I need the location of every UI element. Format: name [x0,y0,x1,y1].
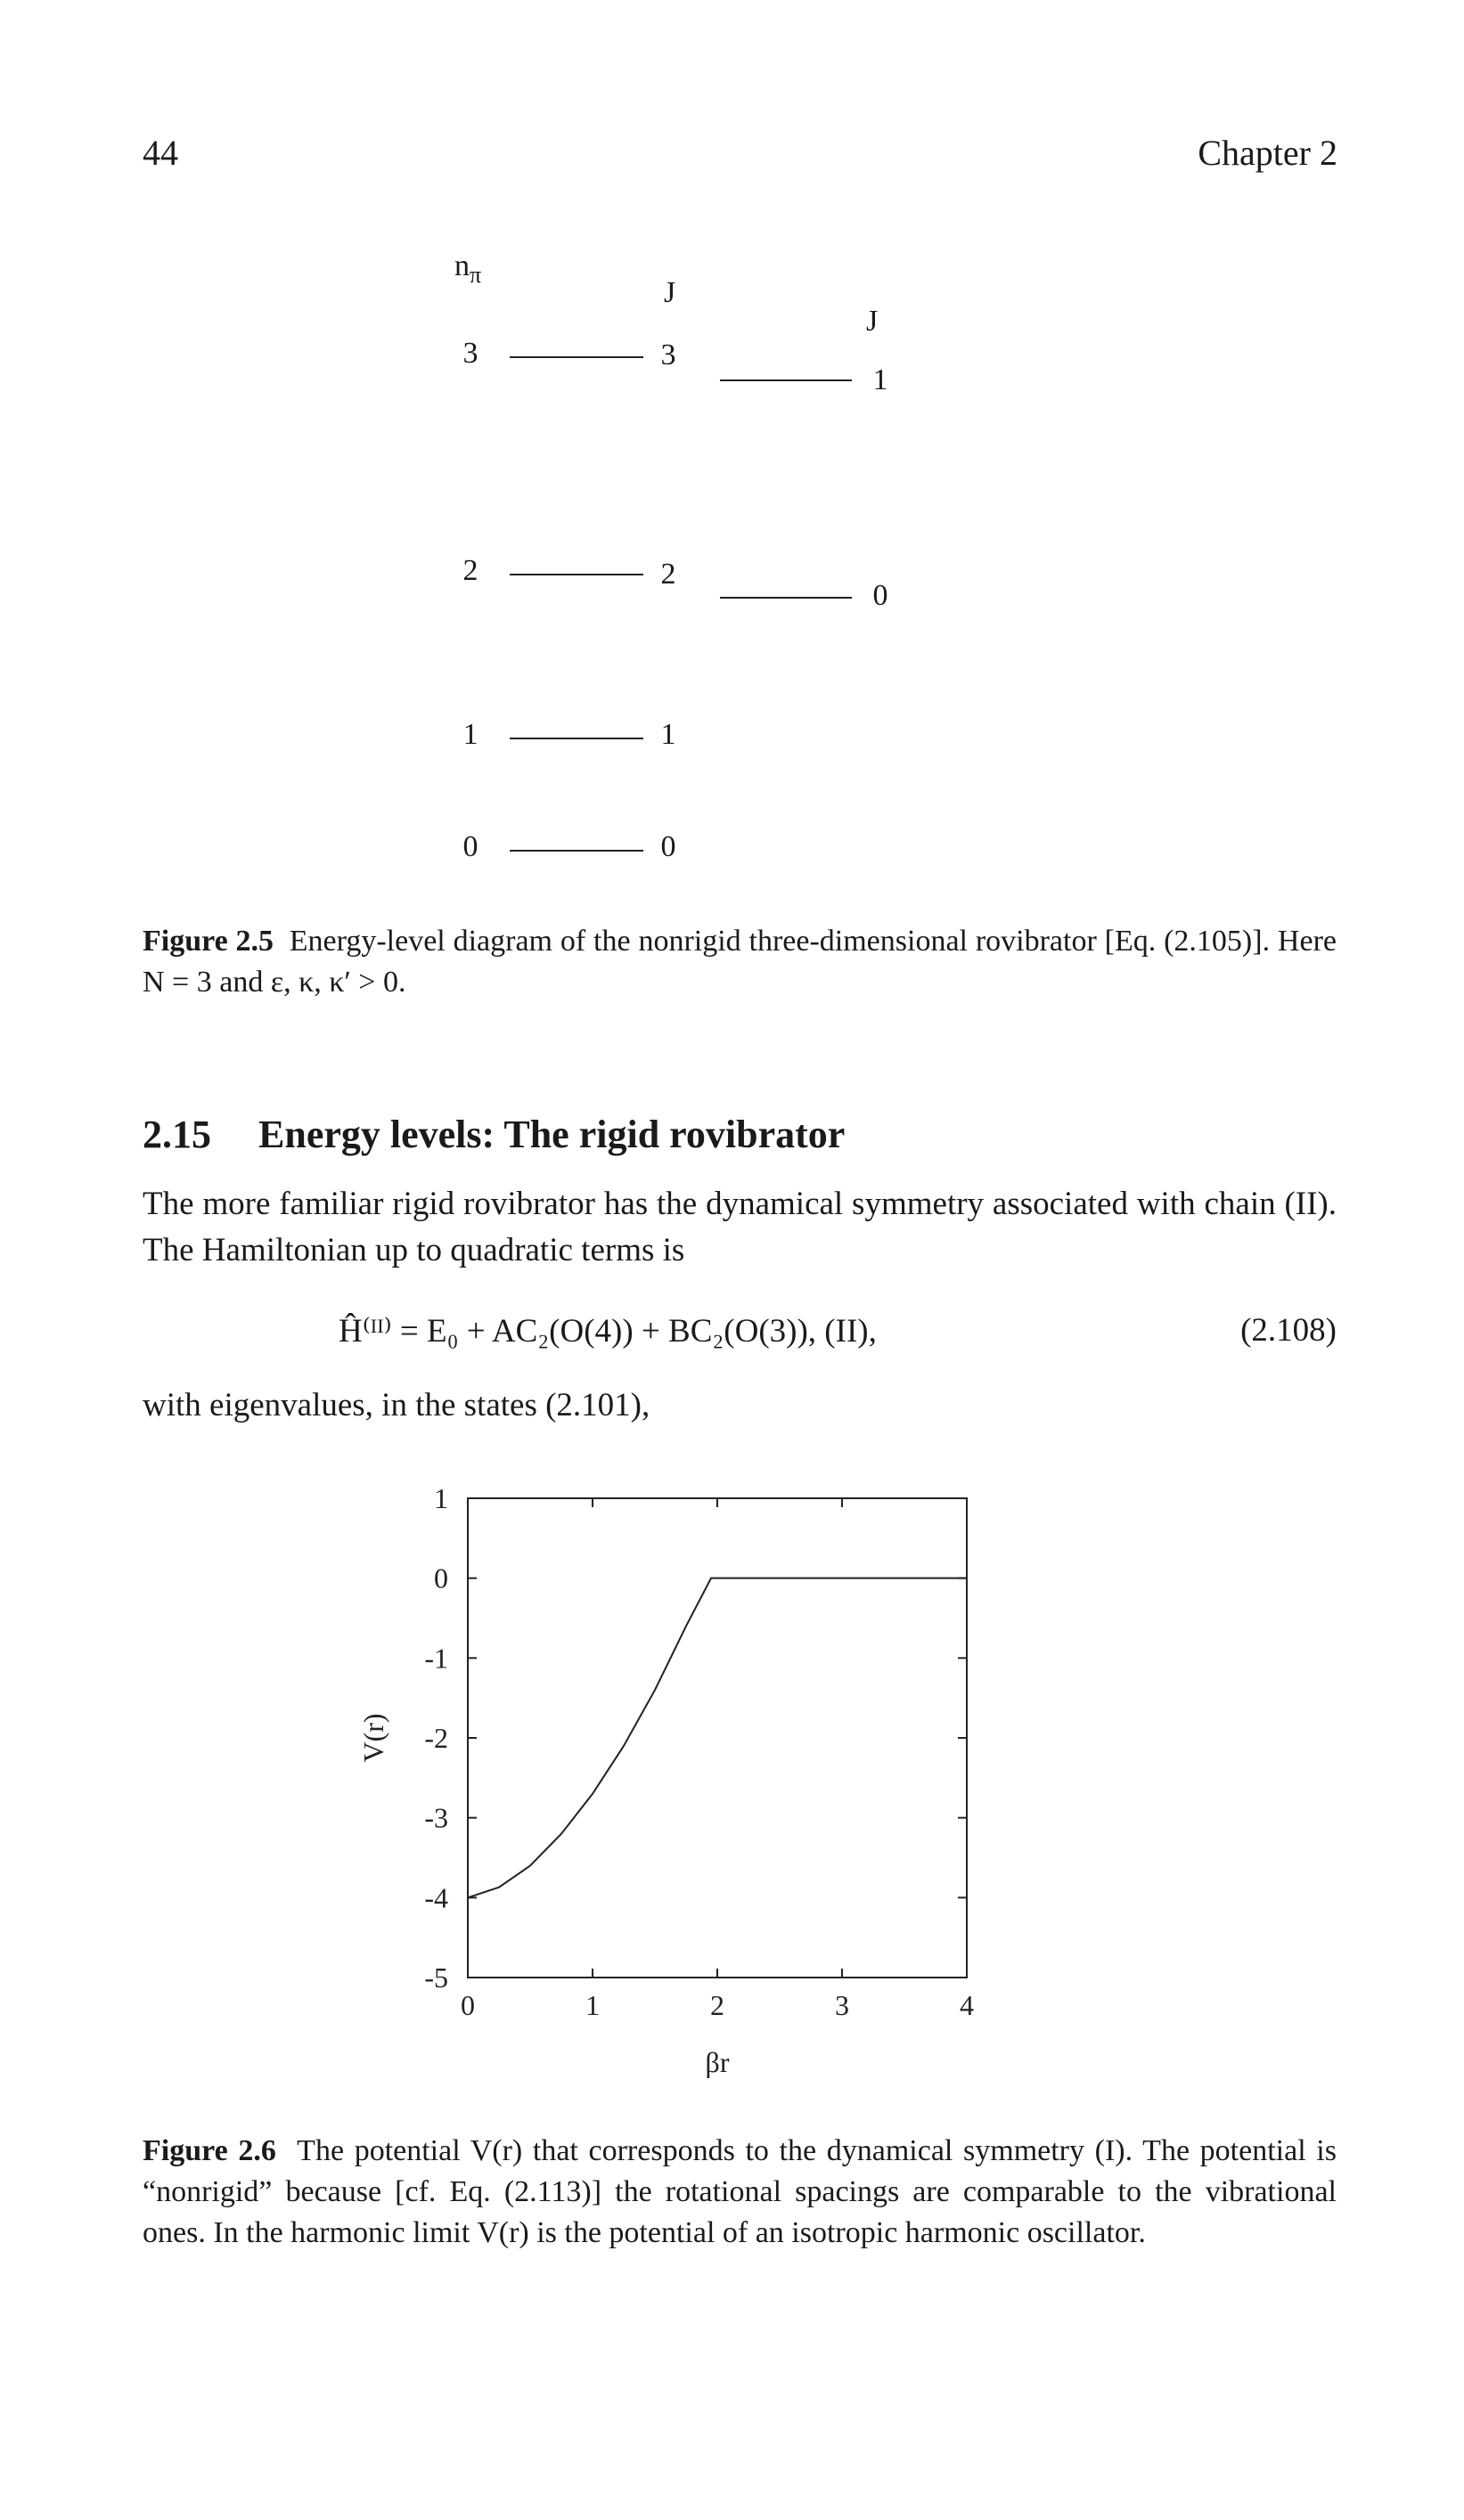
caption-label: Figure 2.5 [143,925,274,958]
section-number: 2.15 [143,1113,211,1156]
column-header-j-right: J [866,305,879,338]
level-label-n-3: 3 [462,337,478,370]
figure-2-5-caption: Figure 2.5 Energy-level diagram of the n… [143,921,1337,1003]
chart-svg: 0 1 2 3 4 1 0 -1 -2 -3 -4 -5 βr V(r) [357,1482,974,2078]
x-tick-label: 0 [461,1989,475,2021]
y-tick-label: -1 [424,1642,448,1674]
x-tick-label: 1 [585,1989,600,2021]
level-line [510,850,643,852]
caption-text: The potential V(r) that corresponds to t… [143,2134,1337,2249]
section-title: Energy levels: The rigid rovibrator [258,1113,846,1156]
section-heading: 2.15 Energy levels: The rigid rovibrator [143,1112,845,1157]
level-label-n-1: 1 [462,718,478,751]
caption-text: Energy-level diagram of the nonrigid thr… [143,925,1337,999]
y-tick-label: -3 [424,1802,448,1834]
column-header-j-middle: J [664,276,676,309]
potential-chart: 0 1 2 3 4 1 0 -1 -2 -3 -4 -5 βr V(r) [339,1470,1016,2129]
y-axis-label: V(r) [357,1713,389,1762]
level-label-n-0: 0 [462,830,478,863]
level-line [510,356,643,358]
equation-number: (2.108) [1240,1312,1337,1349]
paragraph: The more familiar rigid rovibrator has t… [143,1186,1337,1268]
level-label-right-1: 1 [872,363,888,396]
caption-label: Figure 2.6 [143,2134,276,2167]
potential-curve [467,1577,967,1899]
level-line [510,574,643,575]
level-line [510,738,643,739]
y-tick-label: -4 [424,1881,448,1913]
equation-body: Ĥ⁽ᴵᴵ⁾ = E₀ + AC₂(O(4)) + BC₂(O(3)), (II)… [339,1313,877,1350]
y-tick-label: 1 [434,1482,448,1514]
energy-level-diagram: nπ J J 3 3 2 2 1 1 0 0 1 0 [419,249,971,873]
figure-2-6-caption: Figure 2.6 The potential V(r) that corre… [143,2131,1337,2254]
equation: Ĥ⁽ᴵᴵ⁾ = E₀ + AC₂(O(4)) + BC₂(O(3)), (II)… [143,1311,1337,1365]
x-axis-label: βr [706,2046,730,2078]
x-tick-label: 3 [835,1989,849,2021]
level-label-j-1: 1 [660,718,676,751]
level-label-j-3: 3 [660,338,676,371]
y-tick-label: -5 [424,1961,448,1994]
level-line [720,597,852,599]
x-tick-label: 4 [960,1989,974,2021]
level-label-right-0: 0 [872,579,888,612]
plot-frame [467,1497,968,1978]
x-tick-label: 2 [710,1989,724,2021]
level-label-j-2: 2 [660,558,676,591]
column-header-n-pi: nπ [454,249,482,288]
chapter-label: Chapter 2 [1198,133,1337,173]
level-label-j-0: 0 [660,830,676,863]
paragraph: with eigenvalues, in the states (2.101), [143,1387,650,1423]
level-line [720,379,852,381]
level-label-n-2: 2 [462,554,478,587]
page-number: 44 [143,133,178,173]
y-tick-label: 0 [434,1562,448,1594]
y-tick-label: -2 [424,1722,448,1754]
